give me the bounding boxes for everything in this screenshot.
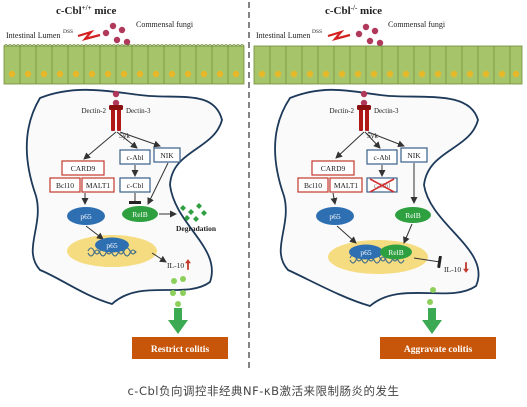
arrow-syk-cabl [364, 131, 381, 149]
dendritic-cell-membrane [25, 88, 223, 306]
commensal-fungi-label: Commensal fungi [388, 20, 446, 29]
bcl10-box [297, 177, 329, 193]
dss-label: DSS [63, 29, 73, 35]
left-panel: c-Cbl+/+ mice Intestinal Lumen DSS Comme… [3, 4, 245, 359]
dendritic-cell-membrane [274, 88, 480, 307]
nik-box [153, 147, 181, 163]
degradation-label: Degradation [176, 224, 217, 233]
syk-label: Syk [119, 132, 130, 140]
p65-nucleus [95, 237, 129, 253]
arrow-syk-nik [367, 131, 405, 148]
fungus-particle-icon [360, 90, 368, 98]
arrow-syk-nik [119, 131, 161, 148]
p65-nucleus-label: p65 [106, 241, 118, 250]
cabl-box [119, 149, 151, 165]
dectin-receptor-icon [109, 105, 123, 131]
relb-cytoplasm-label: RelB [132, 210, 147, 219]
fungi-cluster-icon [355, 23, 384, 47]
nik-label: NIK [407, 151, 421, 160]
relb-cytoplasm-label: RelB [405, 211, 420, 220]
outcome-box-right [380, 337, 496, 359]
relb-cytoplasm [395, 207, 431, 223]
arrow-p65-nucleus [336, 225, 357, 244]
dectin3-label: Dectin-3 [374, 107, 399, 115]
dectin2-label: Dectin-2 [82, 107, 107, 115]
dectin2-label: Dectin-2 [330, 107, 355, 115]
knockout-cross-icon [369, 178, 395, 193]
il10-secretion-dots [427, 287, 436, 305]
right-panel-title: c-Cbl-/- mice [325, 4, 382, 17]
fungus-particle-icon [360, 99, 368, 107]
malt1-box [81, 177, 115, 193]
commensal-fungi-label: Commensal fungi [136, 20, 194, 29]
arrow-syk-card9 [335, 131, 365, 159]
il10-label: IL-10 [444, 265, 461, 274]
card9-box [311, 160, 355, 176]
inhibit-nucleus-il10 [413, 255, 442, 269]
syk-label: Syk [367, 132, 378, 140]
relb-nucleus-label: RelB [388, 248, 403, 257]
nik-label: NIK [160, 151, 174, 160]
ccbl-box [119, 177, 151, 193]
arrow-syk-card9 [83, 131, 117, 160]
down-arrow-icon [168, 308, 188, 334]
il10-label: IL-10 [167, 261, 184, 270]
p65-nucleus-label: p65 [360, 248, 372, 257]
fungus-particle-icon [112, 90, 120, 98]
epithelium-layer [253, 45, 523, 85]
dectin-receptor-icon [357, 105, 371, 131]
pathway-figure: c-Cbl+/+ mice Intestinal Lumen DSS Comme… [3, 2, 523, 372]
figure-caption: c-Cbl负向调控非经典NF-κB激活来限制肠炎的发生 [127, 384, 400, 398]
fungus-particle-icon [112, 99, 120, 107]
degradation-fragments-icon [180, 203, 207, 222]
outcome-label-right: Aggravate colitis [404, 345, 473, 355]
dss-lightning-icon [77, 29, 101, 41]
p65-cytoplasm [316, 207, 354, 225]
dss-label: DSS [312, 29, 322, 35]
malt1-box [329, 177, 363, 193]
bcl10-label: Bcl10 [56, 181, 74, 190]
outcome-box-left [132, 337, 228, 359]
malt1-label: MALT1 [334, 181, 359, 190]
il10-secretion-dots [170, 276, 186, 307]
cabl-label: c-Abl [126, 153, 143, 162]
p65-cytoplasm-label: p65 [329, 212, 341, 221]
arrow-relb-nucleus [403, 223, 413, 244]
dss-lightning-icon [327, 29, 351, 41]
arrow-nik-relb [147, 162, 169, 205]
epithelium-layer [3, 44, 245, 85]
arrow-syk-cabl [116, 131, 138, 149]
down-arrow-icon [422, 308, 442, 334]
nik-box [400, 147, 428, 163]
cabl-box [366, 149, 398, 165]
fungi-cluster-icon [102, 22, 131, 46]
left-panel-title: c-Cbl+/+ mice [56, 4, 116, 17]
bcl10-box [49, 177, 81, 193]
arrow-card9-p65 [330, 192, 338, 205]
arrow-p65-nucleus [85, 225, 104, 240]
p65-cytoplasm-label: p65 [80, 212, 92, 221]
card9-box [61, 160, 105, 176]
intestinal-lumen-label: Intestinal Lumen [256, 31, 310, 40]
p65-cytoplasm [67, 207, 105, 225]
relb-cytoplasm [122, 206, 158, 222]
arrow-nucleus-il10 [151, 252, 167, 263]
intestinal-lumen-label: Intestinal Lumen [6, 31, 60, 40]
ccbl-label: c-Cbl [127, 181, 144, 190]
p65-nucleus [349, 244, 383, 260]
relb-nucleus [380, 244, 412, 260]
dectin3-label: Dectin-3 [126, 107, 151, 115]
card9-label: CARD9 [321, 164, 346, 173]
cabl-label: c-Abl [373, 153, 390, 162]
right-panel: c-Cbl-/- mice Intestinal Lumen DSS Comme… [253, 4, 523, 359]
bcl10-label: Bcl10 [304, 181, 322, 190]
malt1-label: MALT1 [86, 181, 111, 190]
outcome-label-left: Restrict colitis [151, 345, 210, 355]
card9-label: CARD9 [71, 164, 96, 173]
